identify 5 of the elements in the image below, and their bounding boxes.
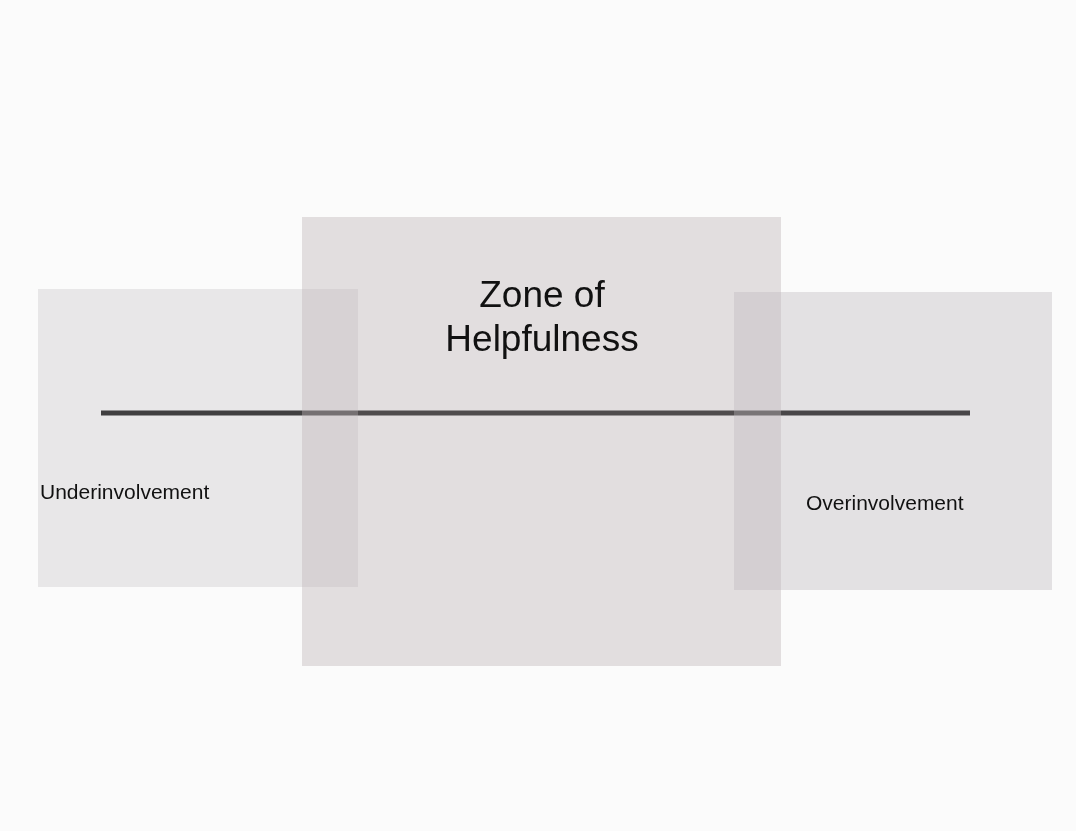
zone-label: Overinvolvement <box>806 490 965 516</box>
zone-label: Underinvolvement <box>40 479 211 505</box>
zone-box <box>302 217 781 666</box>
zone-box <box>734 292 1052 590</box>
zone-label: Zone of Helpfulness <box>444 273 640 362</box>
